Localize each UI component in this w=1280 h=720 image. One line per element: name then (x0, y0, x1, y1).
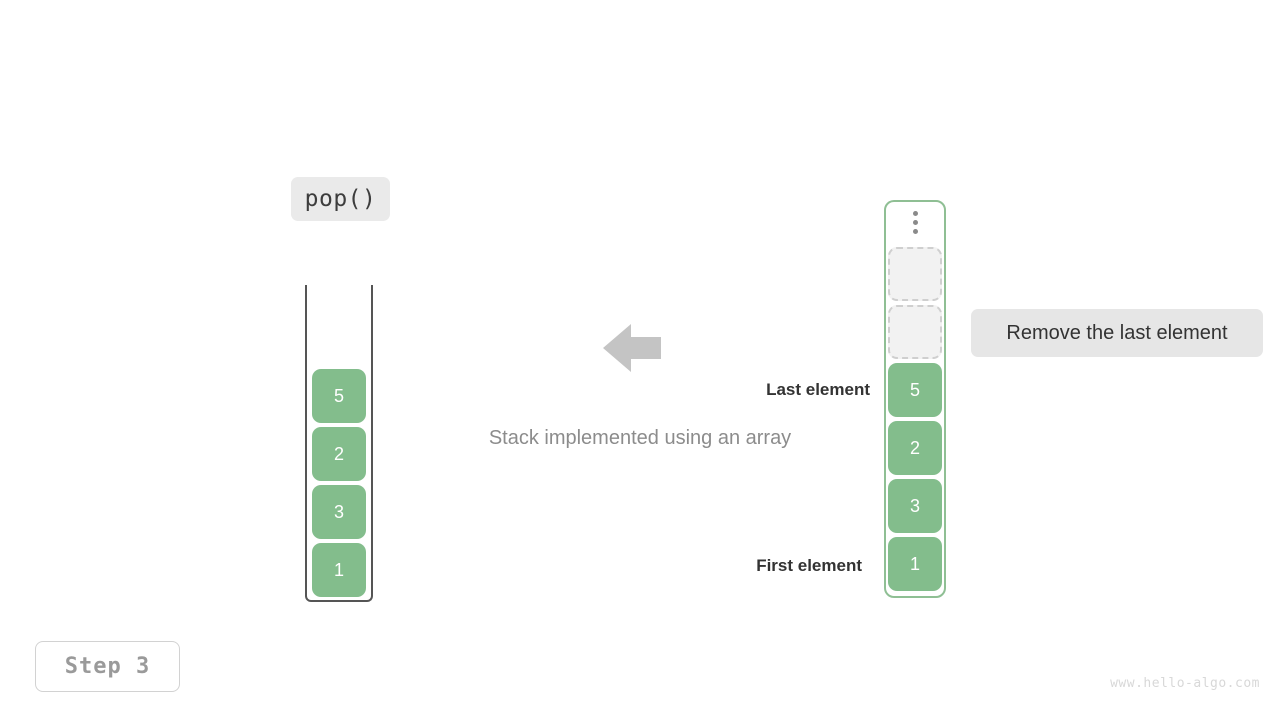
array-cell: 5 (888, 363, 942, 417)
operation-badge: pop() (291, 177, 390, 221)
stack-frame (305, 285, 373, 602)
array-empty-slot (888, 305, 942, 359)
array-empty-slot (888, 247, 942, 301)
stack-cell: 1 (312, 543, 366, 597)
ellipsis-dot (912, 211, 918, 216)
stack-cell: 2 (312, 427, 366, 481)
ellipsis-dot (912, 220, 918, 225)
label-first-element: First element (756, 556, 862, 575)
annotation-bubble: Remove the last element (971, 309, 1263, 357)
stack-cell: 5 (312, 369, 366, 423)
diagram-caption: Stack implemented using an array (488, 427, 792, 449)
array-cell: 2 (888, 421, 942, 475)
array-cell: 3 (888, 479, 942, 533)
stack-cell: 3 (312, 485, 366, 539)
watermark: www.hello-algo.com (1110, 676, 1260, 691)
vertical-ellipsis-icon (886, 211, 944, 234)
arrow-left-icon (603, 323, 661, 373)
label-last-element: Last element (766, 380, 870, 399)
array-cell: 1 (888, 537, 942, 591)
ellipsis-dot (912, 229, 918, 234)
step-badge: Step 3 (35, 641, 180, 692)
